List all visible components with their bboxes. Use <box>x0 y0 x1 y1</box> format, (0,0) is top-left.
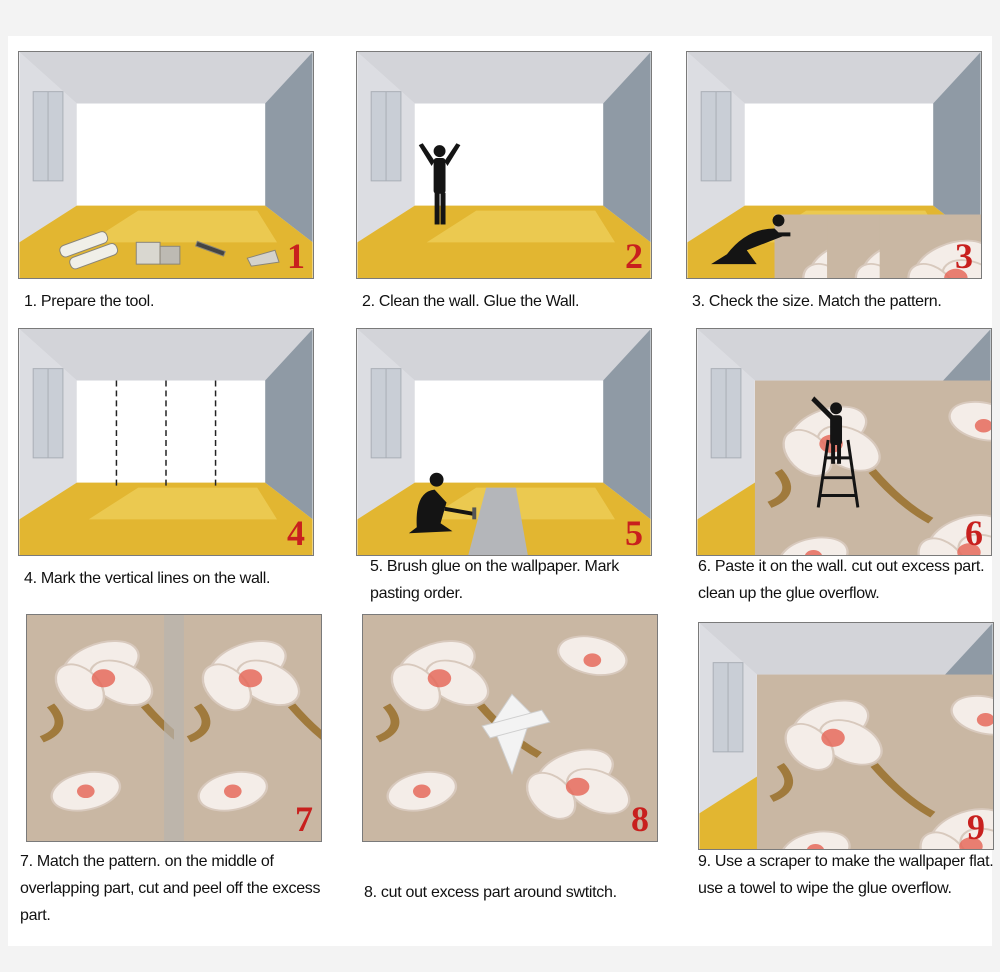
step-4-illustration: 4 <box>18 328 314 556</box>
instruction-sheet: 1 1. Prepare the tool. 2 2. Clean the wa… <box>8 36 994 946</box>
overlap-seam <box>164 615 184 841</box>
step-6-caption: 6. Paste it on the wall. cut out excess … <box>698 558 985 602</box>
step-2-illustration: 2 <box>356 51 652 279</box>
step-5-caption: 5. Brush glue on the wallpaper. Mark pas… <box>370 558 619 602</box>
room-scene <box>697 329 991 555</box>
room-scene <box>699 623 993 849</box>
person-silhouette-icon <box>811 396 843 464</box>
step-4-caption: 4. Mark the vertical lines on the wall. <box>24 570 271 587</box>
room-scene <box>19 52 313 278</box>
step-9-caption: 9. Use a scraper to make the wallpaper f… <box>698 853 994 897</box>
room-scene <box>357 52 651 278</box>
step-2-caption: 2. Clean the wall. Glue the Wall. <box>362 293 580 310</box>
step-number: 5 <box>625 513 643 553</box>
step-1-illustration: 1 <box>18 51 314 279</box>
vertical-marking-lines <box>115 380 217 486</box>
floral-wallpaper-closeup <box>27 615 321 841</box>
step-number: 7 <box>295 799 313 839</box>
step-6-illustration: 6 <box>696 328 992 556</box>
step-7-caption: 7. Match the pattern. on the middle of o… <box>20 853 321 924</box>
step-number: 3 <box>955 236 973 276</box>
step-3-illustration: 3 <box>686 51 982 279</box>
step-8-caption: 8. cut out excess part around swtitch. <box>364 884 617 901</box>
room-scene <box>687 52 981 278</box>
step-1-caption: 1. Prepare the tool. <box>24 293 155 310</box>
step-number: 6 <box>965 513 983 553</box>
step-5-illustration: 5 <box>356 328 652 556</box>
step-number: 8 <box>631 799 649 839</box>
person-silhouette-icon <box>418 143 461 225</box>
tools-icon <box>59 231 280 270</box>
person-kneeling-icon <box>711 214 791 265</box>
room-scene <box>19 329 313 555</box>
room-scene <box>357 329 651 555</box>
switch-cutout-icon <box>481 693 551 776</box>
step-8-illustration: 8 <box>362 614 658 842</box>
floral-wallpaper-closeup <box>363 615 657 841</box>
pasted-wallpaper-strip <box>755 381 991 555</box>
person-kneeling-icon <box>408 472 477 534</box>
wallpaper-roll-out <box>468 487 528 555</box>
step-7-illustration: 7 <box>26 614 322 842</box>
step-9-illustration: 9 <box>698 622 994 850</box>
step-number: 4 <box>287 513 305 553</box>
completed-wallpaper <box>757 675 993 849</box>
step-number: 9 <box>967 807 985 847</box>
step-number: 1 <box>287 236 305 276</box>
step-3-caption: 3. Check the size. Match the pattern. <box>692 293 942 310</box>
step-number: 2 <box>625 236 643 276</box>
